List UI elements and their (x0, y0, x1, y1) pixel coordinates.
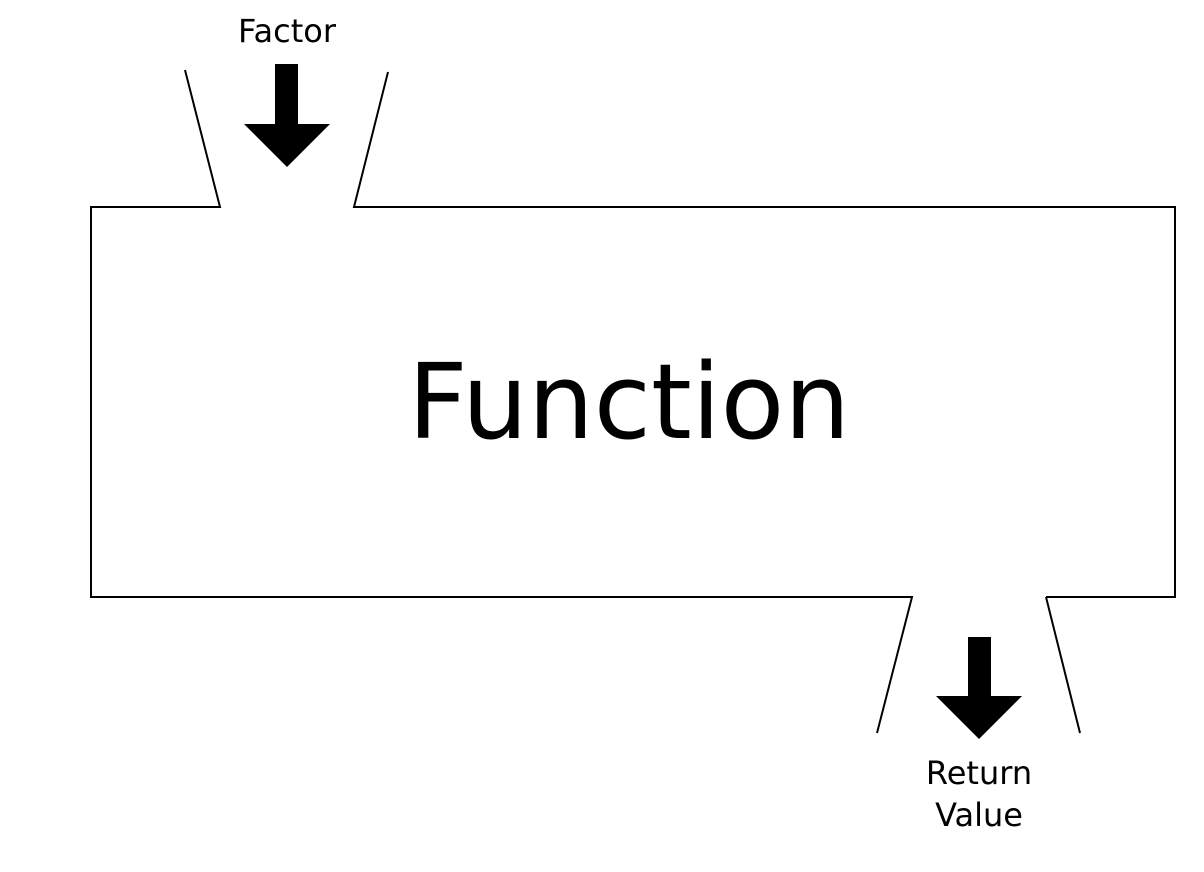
function-label: Function (408, 341, 850, 463)
output-arrow-icon (936, 637, 1022, 739)
function-box-outline (90, 69, 1176, 734)
input-label: Factor (238, 12, 337, 50)
input-arrow-icon (244, 64, 330, 167)
output-label-line2: Value (935, 796, 1023, 834)
output-label-line1: Return (926, 754, 1032, 792)
